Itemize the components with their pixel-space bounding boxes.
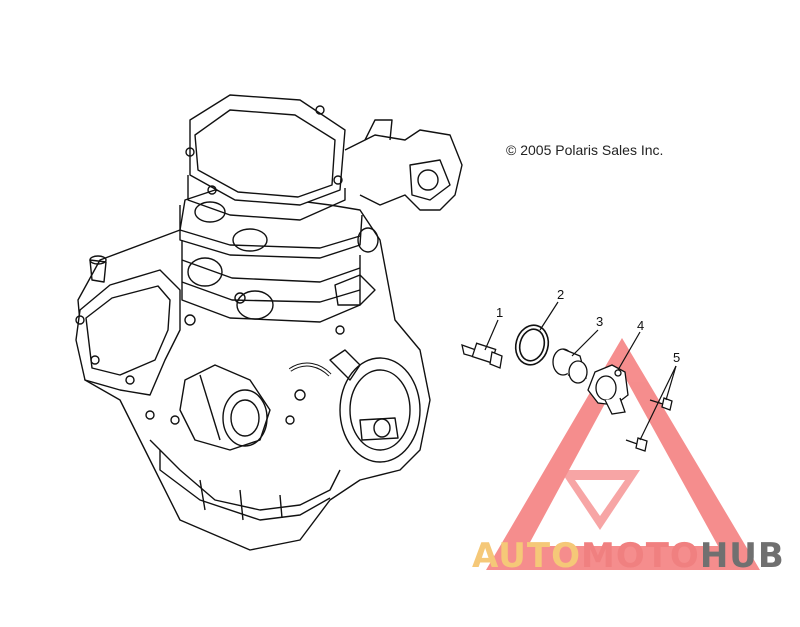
- copyright-text: © 2005 Polaris Sales Inc.: [506, 142, 664, 158]
- part-4-thermostat-housing: [587, 364, 629, 415]
- watermark-logo: AUTOMOTOHUB: [472, 536, 785, 576]
- part-2-o-ring: [514, 324, 550, 366]
- part-3-fitting: [552, 348, 588, 384]
- watermark-triangle: [486, 338, 760, 570]
- callout-numbers: 1 2 3 4 5: [496, 287, 680, 365]
- callout-lines: [484, 301, 677, 441]
- watermark-auto: AUTO: [472, 536, 581, 576]
- watermark-moto: MOTO: [580, 536, 700, 576]
- watermark-hub: HUB: [699, 536, 785, 576]
- callout-4: 4: [637, 318, 644, 333]
- part-1-sensor: [461, 342, 503, 369]
- part-5-bolt-upper: [649, 397, 673, 411]
- callout-1: 1: [496, 305, 503, 320]
- engine-illustration: [75, 94, 463, 551]
- callout-5: 5: [673, 350, 680, 365]
- callout-2: 2: [557, 287, 564, 302]
- callout-3: 3: [596, 314, 603, 329]
- part-5-bolt-lower: [625, 437, 648, 452]
